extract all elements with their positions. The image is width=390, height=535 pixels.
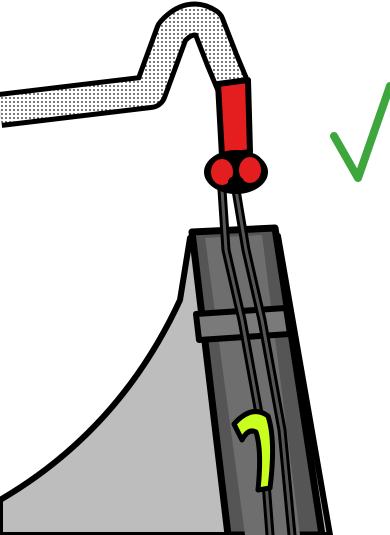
- red-sewn-loop: [215, 77, 253, 159]
- knot: [204, 150, 268, 194]
- checkmark-icon: [330, 82, 390, 182]
- webbing-strap: [0, 1, 249, 128]
- velcro-tab: [231, 409, 276, 493]
